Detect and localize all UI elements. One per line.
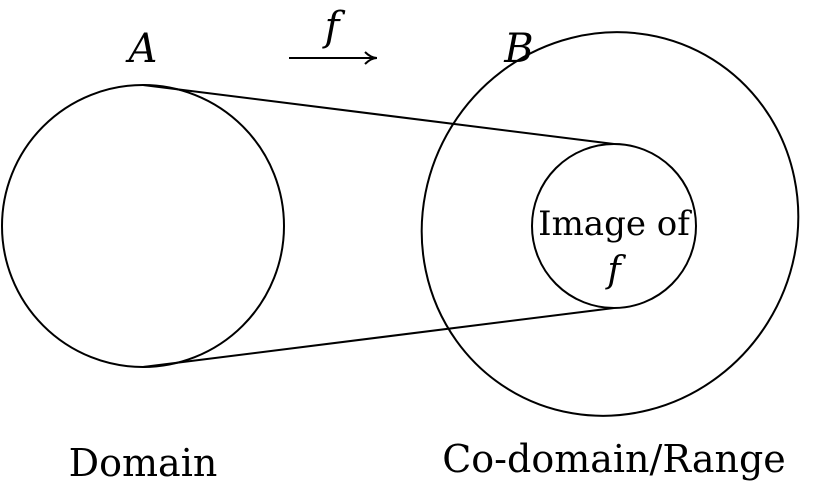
codomain-ellipse — [420, 31, 800, 417]
mapping-line-top — [142, 84, 615, 145]
domain-circle — [1, 84, 285, 368]
image-label: Image of — [538, 204, 692, 244]
codomain-caption: Co-domain/Range — [442, 437, 786, 481]
set-a-label: A — [125, 26, 158, 72]
function-symbol: f — [322, 4, 346, 50]
image-symbol: f — [604, 250, 626, 291]
domain-caption: Domain — [69, 441, 218, 485]
set-b-label: B — [503, 26, 533, 72]
mapping-line-bottom — [142, 307, 615, 368]
